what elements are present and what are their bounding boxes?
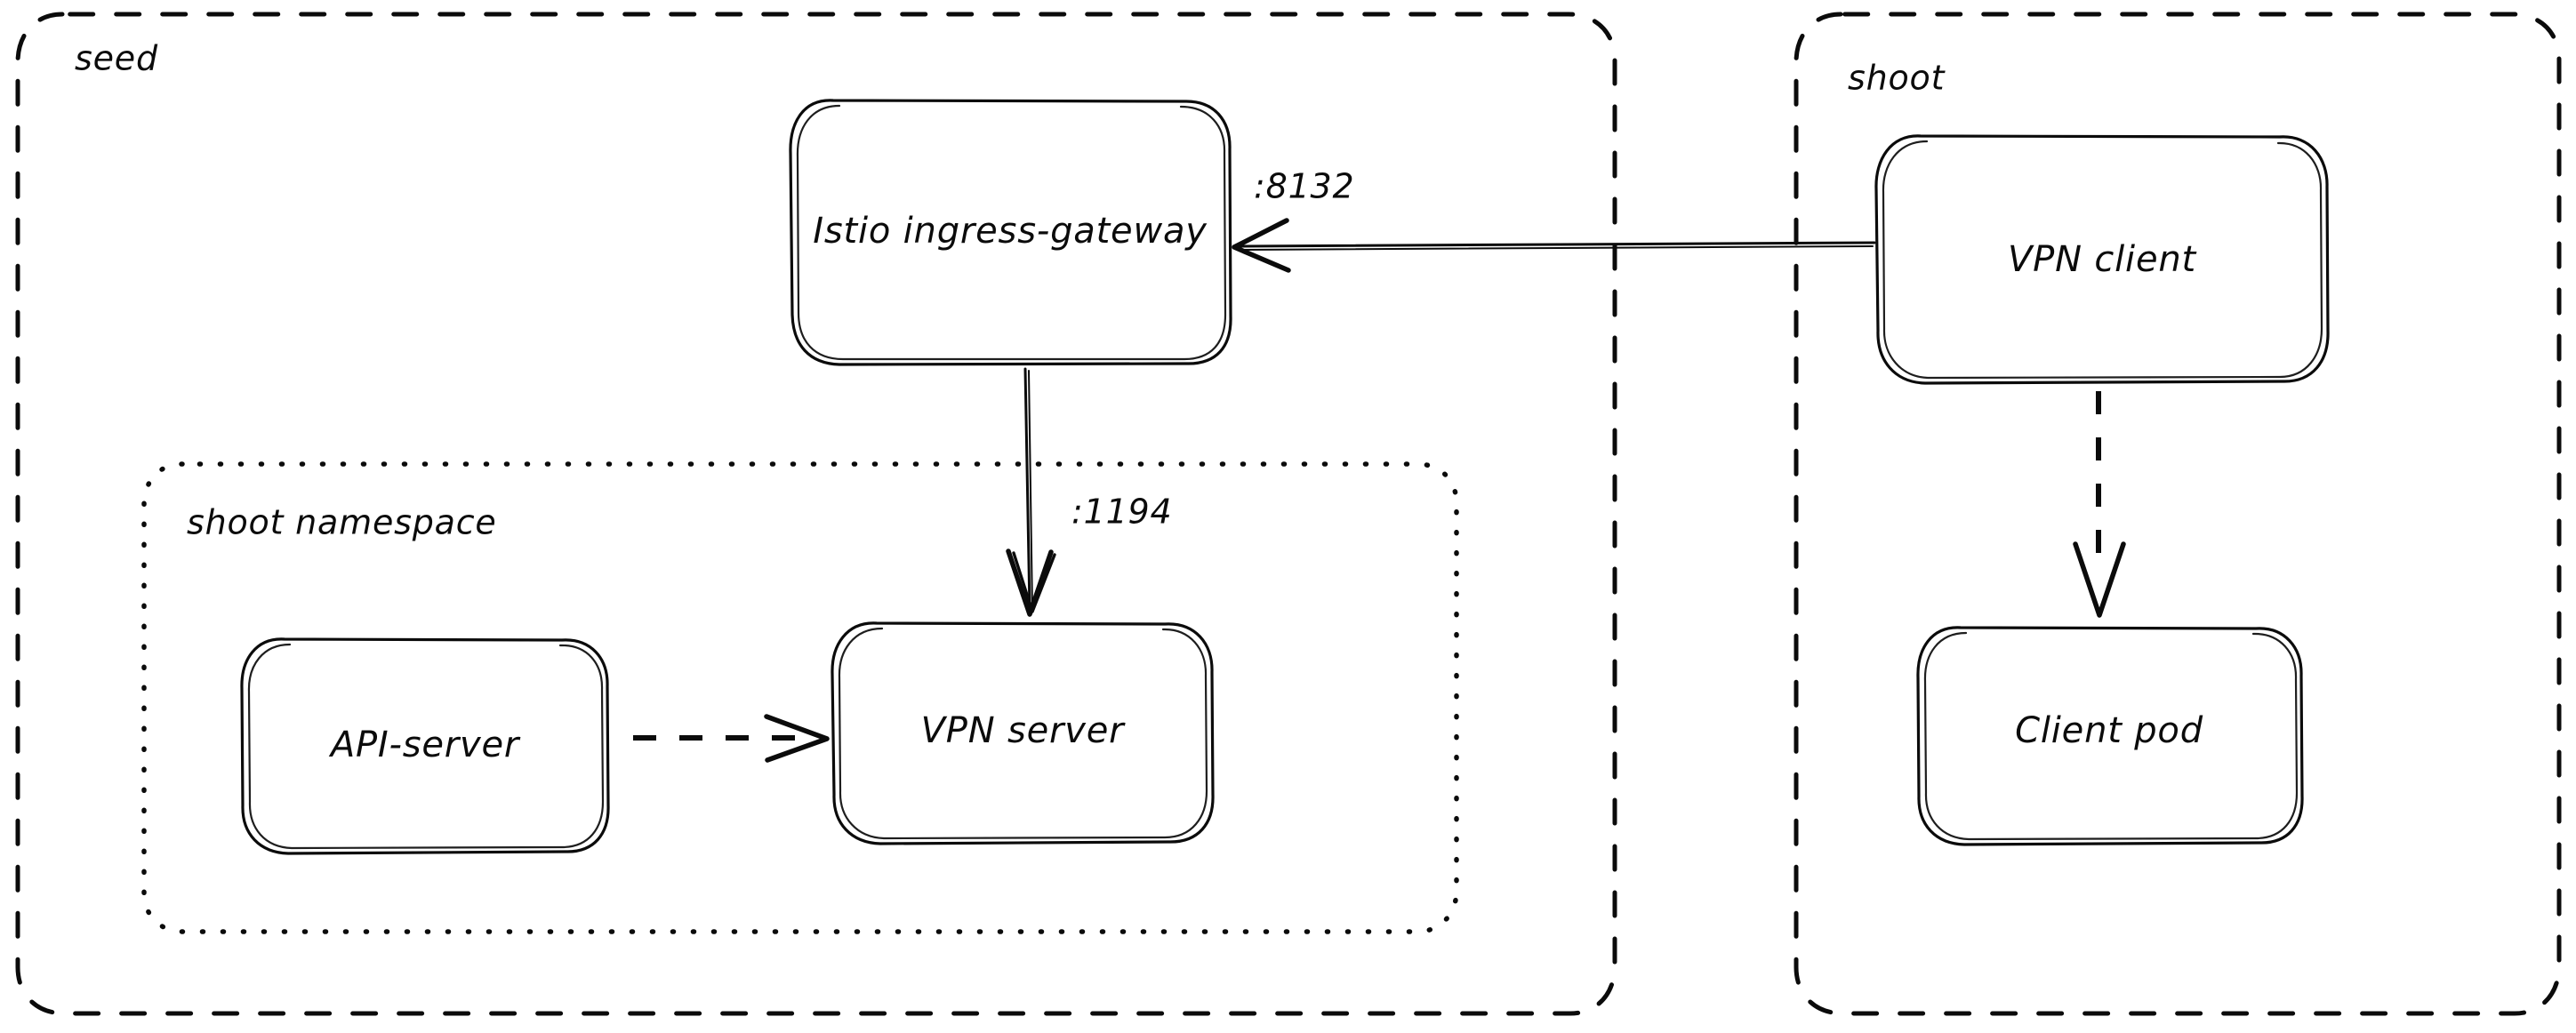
arrowhead-to-vpn-server-dashed [764, 714, 830, 763]
seed-label: seed [75, 39, 158, 78]
edge-label-8132: :8132 [1254, 167, 1355, 206]
node-istio-ingress-gateway[interactable]: Istio ingress-gateway [789, 99, 1232, 366]
client-pod-label: Client pod [2015, 710, 2203, 751]
group-shoot-namespace: shoot namespace [141, 461, 1459, 934]
istio-ingress-gateway-label: Istio ingress-gateway [813, 211, 1208, 252]
client-pod-box-ghost [1923, 631, 2299, 841]
node-client-pod[interactable]: Client pod [1916, 626, 2304, 846]
shoot-boundary [1794, 12, 2562, 1016]
node-vpn-server[interactable]: VPN server [831, 621, 1215, 845]
arrowhead-to-vpn-server [1006, 549, 1054, 617]
seed-boundary [15, 12, 1617, 1016]
edge-api-server-to-vpn-server [633, 714, 830, 763]
arrowhead-to-client-pod [2073, 541, 2126, 618]
vpn-client-box-ghost [1882, 140, 2323, 380]
vpn-server-box-ghost [838, 627, 1208, 840]
api-server-label: API-server [328, 725, 521, 765]
node-vpn-client[interactable]: VPN client [1874, 134, 2330, 385]
edge-line-1194 [1023, 367, 1031, 612]
vpn-client-label: VPN client [2008, 239, 2197, 280]
api-server-box-ghost [247, 643, 605, 850]
shoot-label: shoot [1848, 59, 1946, 98]
arrowhead-to-vpn-server-ghost [1012, 551, 1056, 613]
group-seed: seed [15, 12, 1617, 1016]
edge-line-8132 [1236, 241, 1876, 248]
edge-vpn-client-to-gateway: :8132 [1232, 167, 1876, 273]
group-shoot: shoot [1794, 12, 2562, 1016]
vpn-server-label: VPN server [921, 710, 1126, 751]
edge-gateway-to-vpn-server: :1194 [1006, 367, 1173, 617]
node-api-server[interactable]: API-server [240, 637, 610, 855]
edge-label-1194: :1194 [1071, 492, 1173, 532]
shoot-namespace-label: shoot namespace [187, 503, 497, 542]
edge-line-1194-ghost [1028, 370, 1033, 613]
istio-ingress-gateway-box-ghost [796, 104, 1227, 361]
arrowhead-to-gateway [1232, 218, 1291, 273]
edge-vpn-client-to-client-pod [2073, 391, 2126, 618]
edge-line-8132-ghost [1238, 245, 1874, 251]
